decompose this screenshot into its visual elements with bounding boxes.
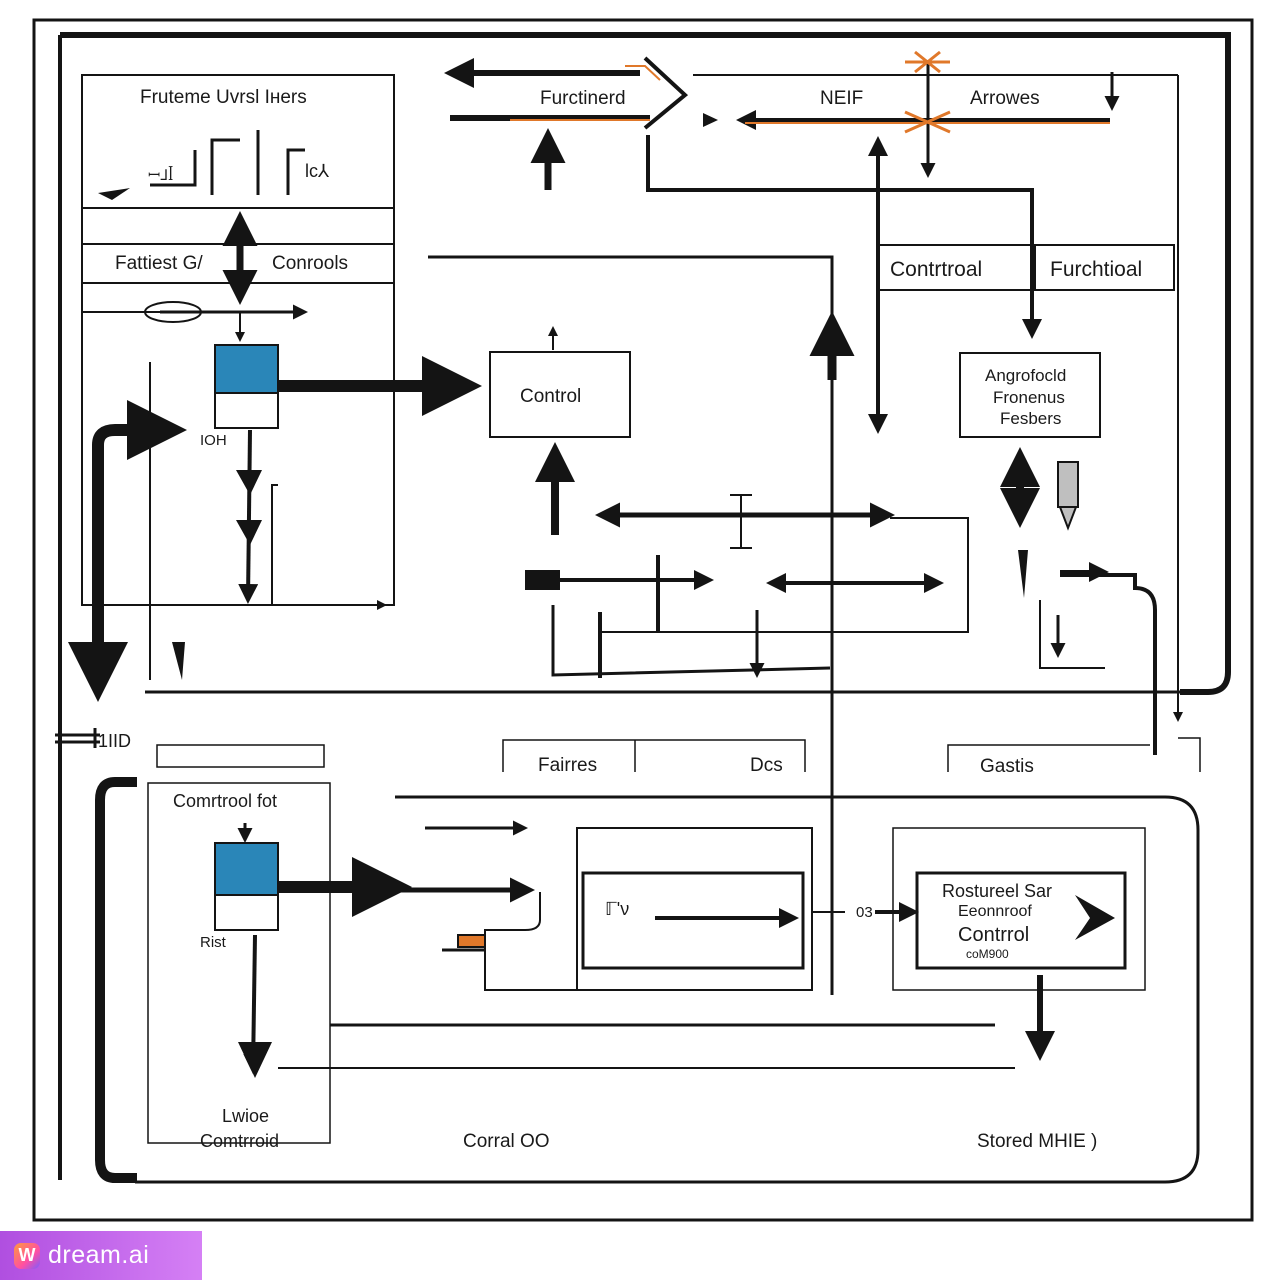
restored-line-4: coM900 <box>966 947 1009 961</box>
controls-label: Conrools <box>272 253 349 274</box>
io-symbol <box>55 728 100 748</box>
signal-label: ℾ'ν <box>605 899 630 919</box>
bold-elbow-arrow <box>68 400 187 702</box>
restored-line-3: Contrrol <box>958 924 1030 946</box>
inner-frame-line <box>60 32 1231 695</box>
orange-cross-symbol <box>904 50 951 134</box>
restored-inner-arrow <box>1075 895 1115 940</box>
circuit-box <box>600 517 969 633</box>
lwioe-label: Lwioe <box>222 1106 270 1126</box>
small-down-wedge <box>172 642 185 680</box>
feature-box-line-2: Fronenus <box>993 388 1065 407</box>
io-label: 1IID <box>98 731 132 751</box>
i-beam-symbol <box>730 494 752 549</box>
orange-block <box>457 934 486 948</box>
corral-label: Corral OO <box>463 1131 550 1152</box>
furchtioal-label: Furchtioal <box>1050 258 1143 281</box>
blue-module-top <box>214 344 279 394</box>
rist-label: Rist <box>200 934 226 951</box>
bottom-left-panel <box>147 782 331 1144</box>
sensor-cylinder <box>1057 461 1079 508</box>
blue-module-bottom <box>214 842 279 896</box>
wedge-symbol <box>1018 550 1028 598</box>
top-left-panel <box>81 74 395 606</box>
orange-chevron-accent <box>625 65 661 81</box>
bottom-circuit-line <box>551 605 831 677</box>
watermark-badge: W dream.ai <box>0 1231 202 1280</box>
restored-line-1: Rostureel Sar <box>942 881 1053 901</box>
gastis-label: Gastis <box>980 756 1034 777</box>
ioh-label: IOH <box>200 432 227 449</box>
arrowhead <box>236 470 262 545</box>
sensor-tip <box>1058 506 1078 531</box>
outer-frame <box>32 18 1254 1222</box>
control-functional-box <box>877 244 1175 291</box>
restored-box-outer <box>892 827 1146 991</box>
gastis-bracket <box>947 737 1201 772</box>
contrtroal-label: Contrtroal <box>890 258 983 281</box>
comrtrool-fot-label: Comrtrool fot <box>173 791 278 811</box>
blue-module-bottom-base <box>214 894 279 931</box>
dream-logo-icon: W <box>14 1242 40 1269</box>
elbow-right <box>1060 573 1157 755</box>
neif-label: NEIF <box>820 88 864 109</box>
comtrroid-label: Comtrroid <box>200 1131 280 1151</box>
down-arrowhead <box>238 1042 272 1078</box>
watermark-text: dream.ai <box>48 1241 150 1269</box>
elbow-line-top <box>646 135 1042 339</box>
feature-box <box>959 352 1101 438</box>
number-03-label: 03 <box>856 904 873 921</box>
vertical-arrow-chain <box>238 429 259 604</box>
blue-module-top-base <box>214 392 279 429</box>
diode-symbol <box>144 301 202 323</box>
small-arrowhead <box>703 113 718 127</box>
bottom-rounded-frame <box>135 795 1200 1184</box>
feature-box-line-1: Angrofocld <box>985 366 1067 385</box>
waveform-label-left: ꟷ⅃ꟾ <box>148 167 174 184</box>
stored-label: Stored MHIE ) <box>977 1131 1098 1152</box>
dcs-label: Dcs <box>750 755 783 776</box>
waveform-symbol <box>150 130 305 195</box>
blank-field <box>156 744 325 768</box>
waveform-label-right: lᴄ⅄ <box>305 161 329 181</box>
chevron-right-icon <box>643 56 689 130</box>
small-left-arrow <box>98 188 130 200</box>
fattiest-label: Fattiest G/ <box>115 253 203 274</box>
arrows-label: Arrowes <box>970 88 1040 109</box>
feature-box-line-3: Fesbers <box>1000 409 1062 428</box>
control-box-label: Control <box>520 386 582 407</box>
block-symbol <box>525 570 560 590</box>
long-line <box>428 255 834 995</box>
elbow-bottom <box>484 827 813 991</box>
fairres-label: Fairres <box>538 755 598 776</box>
fairres-bracket <box>502 739 806 772</box>
bracket-line <box>271 484 387 610</box>
top-left-title: Fruteme Uvrsl Iнers <box>140 87 307 108</box>
furctinerd-label: Furctinerd <box>540 88 626 109</box>
bottom-bold-bracket <box>95 777 137 1183</box>
corner-line <box>1039 600 1105 669</box>
signal-box <box>581 871 805 970</box>
restored-line-2: Eeonnroof <box>958 903 1032 920</box>
